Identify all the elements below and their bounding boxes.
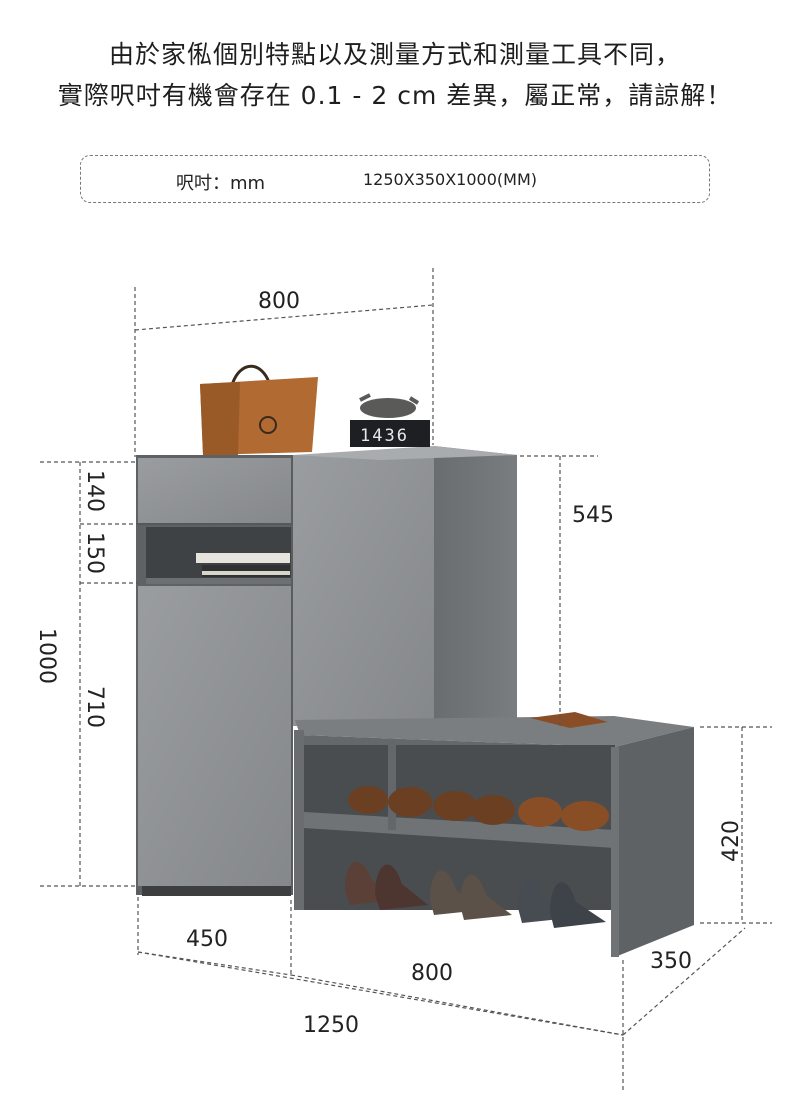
shoe-bench — [294, 716, 694, 957]
bull-figure — [360, 398, 416, 418]
shoe-1 — [348, 786, 388, 814]
upper-cabinet-door — [293, 455, 434, 726]
shoes-lower-shelf — [345, 861, 606, 928]
gloves — [530, 712, 608, 728]
dim-label-total-height: 1000 — [34, 628, 59, 684]
shoe-4 — [471, 795, 515, 825]
dim-label-total-width: 1250 — [303, 1013, 359, 1038]
dim-depth — [622, 927, 746, 1036]
size-value: 1250X350X1000(MM) — [363, 170, 537, 189]
dim-label-depth: 350 — [650, 949, 692, 974]
upper-cabinet-side — [434, 446, 517, 726]
handbag — [200, 364, 318, 455]
bench-middle-shelf — [304, 812, 615, 848]
clock-body — [350, 420, 430, 447]
dim-left-width — [137, 951, 292, 976]
bench-right-edge — [611, 747, 619, 957]
dim-label-open-shelf-height: 150 — [82, 532, 107, 574]
shoe-5 — [518, 797, 562, 827]
size-info-box: 呎吋：mm 1250X350X1000(MM) — [80, 155, 710, 203]
upper-cabinet-top — [293, 446, 517, 460]
dim-label-left-width: 450 — [186, 927, 228, 952]
open-shelf-floor — [146, 578, 291, 584]
left-cabinet-base — [142, 886, 291, 896]
dim-label-drawer-height: 140 — [82, 470, 107, 512]
books-stack-strip — [202, 571, 290, 575]
heel-6 — [550, 882, 606, 928]
shoe-2 — [388, 787, 432, 817]
notice-line-1: 由於家俬個別特點以及測量方式和測量工具不同， — [108, 40, 681, 69]
size-label: 呎吋：mm — [176, 173, 266, 194]
digital-clock: 1436 — [350, 420, 430, 447]
handbag-charm — [259, 416, 277, 434]
measurement-notice: 由於家俬個別特點以及測量方式和測量工具不同， 實際呎吋有機會存在 0.1 - 2… — [0, 34, 790, 116]
lower-door — [138, 586, 291, 886]
handbag-handle — [230, 364, 272, 386]
dim-label-top-width: 800 — [258, 289, 300, 314]
dim-label-lower-door-height: 710 — [82, 686, 107, 728]
bench-left-panel — [294, 730, 304, 910]
heel-4 — [460, 874, 512, 920]
dim-label-upper-cabinet-height: 545 — [572, 503, 614, 528]
drawer-front — [138, 458, 291, 524]
notice-line-2: 實際呎吋有機會存在 0.1 - 2 cm 差異，屬正常，請諒解！ — [57, 81, 733, 110]
bench-divider — [388, 740, 396, 830]
upper-right-cabinet — [291, 446, 517, 895]
heel-2 — [375, 864, 428, 910]
handbag-shade — [200, 382, 240, 455]
dim-total-width — [137, 951, 624, 1036]
dim-label-bench-width: 800 — [411, 961, 453, 986]
dimension-lines — [40, 268, 772, 1090]
clock-digits: 1436 — [360, 426, 409, 446]
books-stack — [196, 553, 290, 563]
bench-right-side — [615, 727, 694, 957]
shoes-upper-shelf — [348, 786, 609, 831]
bull-ornament — [359, 393, 420, 418]
dim-top-width-line — [134, 304, 434, 331]
left-cabinet — [136, 455, 293, 896]
dim-label-bench-height: 420 — [719, 820, 744, 862]
bull-horns — [359, 393, 420, 405]
shoe-3 — [433, 791, 477, 821]
shoe-6 — [561, 801, 609, 831]
